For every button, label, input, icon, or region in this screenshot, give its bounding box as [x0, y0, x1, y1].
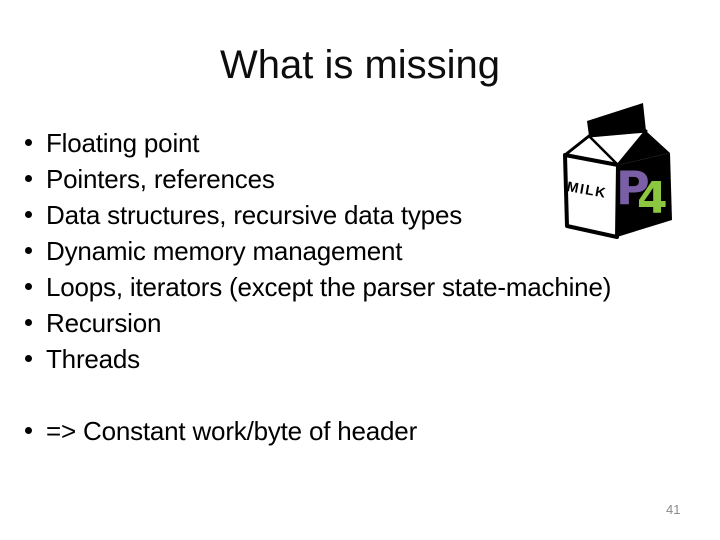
bullet-item: Loops, iterators (except the parser stat…	[25, 269, 695, 305]
bullet-dot	[25, 211, 32, 218]
bullet-text: Data structures, recursive data types	[46, 200, 463, 230]
bullet-item: Data structures, recursive data types	[25, 197, 695, 233]
carton-ridge	[587, 103, 646, 136]
bullet-dot	[25, 139, 32, 146]
bullet-item: Dynamic memory management	[25, 233, 695, 269]
bullet-item: Threads	[25, 341, 695, 377]
bullet-dot	[25, 175, 32, 182]
p4-logo-4: 4	[637, 173, 668, 224]
carton-right-face	[617, 153, 672, 237]
slide-title: What is missing	[219, 43, 501, 87]
bullet-text: Loops, iterators (except the parser stat…	[46, 272, 612, 302]
bullet-dot	[25, 319, 32, 326]
page-number: 41	[666, 502, 681, 517]
bullet-text: Threads	[46, 344, 140, 374]
bullet-dot	[25, 427, 32, 434]
conclusion-bullet-text: => Constant work/byte of header	[46, 416, 418, 446]
bullet-dot	[25, 247, 32, 254]
carton-gable-fold	[588, 135, 619, 166]
p4-logo-p: P	[616, 161, 650, 215]
bullet-item: Pointers, references	[25, 161, 695, 197]
bullet-text: Dynamic memory management	[46, 236, 403, 266]
bullet-dot	[25, 355, 32, 362]
milk-carton-graphic: MILK P 4	[563, 103, 672, 239]
milk-label: MILK	[566, 178, 608, 201]
bullet-item: Floating point	[25, 125, 695, 161]
bullet-item: Recursion	[25, 305, 695, 341]
bullet-dot	[25, 283, 32, 290]
bullet-text: Recursion	[46, 308, 162, 338]
conclusion-bullet-item: => Constant work/byte of header	[25, 413, 695, 449]
bullet-text: Floating point	[46, 128, 200, 158]
bullet-text: Pointers, references	[46, 164, 275, 194]
